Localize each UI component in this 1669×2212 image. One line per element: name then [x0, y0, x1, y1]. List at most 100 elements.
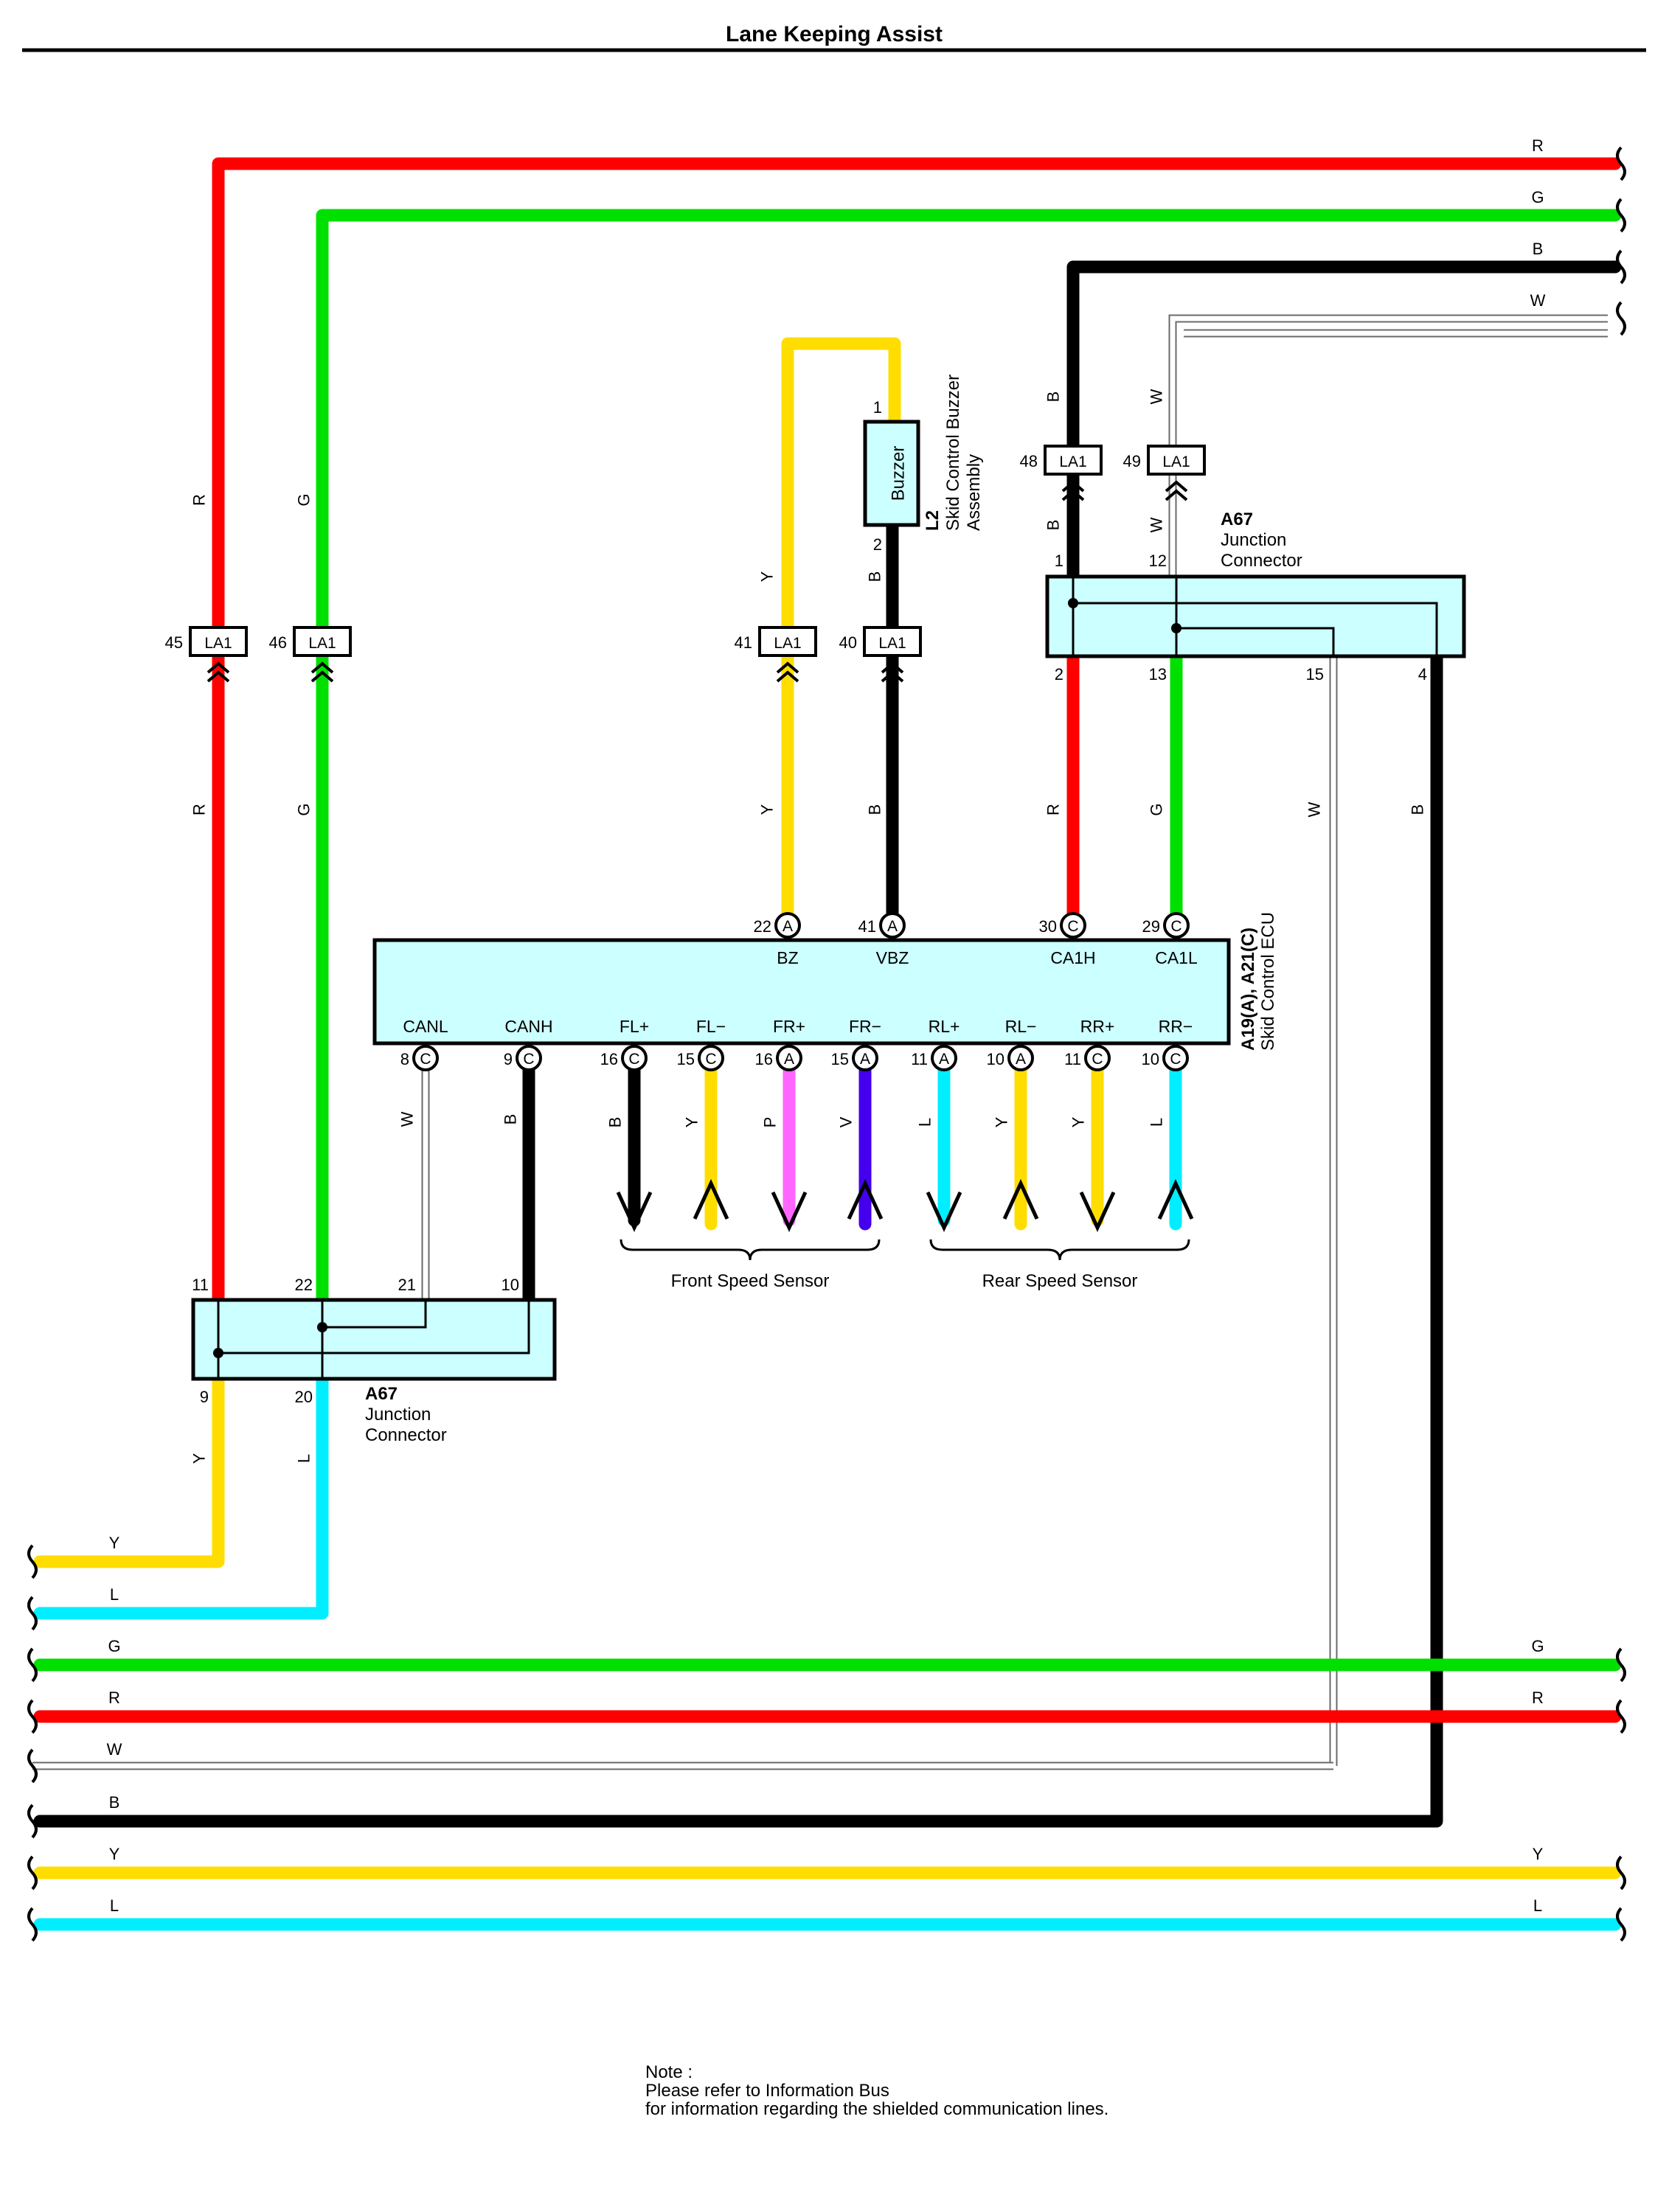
chevron-40	[881, 670, 904, 683]
code-sensor-5: Y	[993, 1116, 1011, 1127]
ecu-bottom-signal-5: FR−	[849, 1017, 881, 1036]
code-y-v2: Y	[758, 804, 777, 815]
junction-top-pin-13: 13	[1149, 665, 1167, 684]
ecu-bottom-pin-5: 15	[831, 1050, 849, 1068]
ecu-bottom-terminal-2-letter: C	[628, 1051, 639, 1068]
code-b-right: B	[1533, 240, 1544, 258]
ecu-top-signal-2: CA1H	[1050, 948, 1095, 967]
ecu-bottom-terminal-8-letter: C	[1092, 1051, 1103, 1068]
ecu-bottom-terminal-0-letter: C	[420, 1051, 431, 1068]
front-speed-sensor-label: Front Speed Sensor	[671, 1271, 830, 1291]
code-l-v6: L	[295, 1454, 313, 1463]
sensor-arrow-5	[1002, 1178, 1039, 1220]
junction-bottom-pin-21: 21	[398, 1276, 416, 1294]
ecu-bottom-pin-4: 16	[755, 1050, 773, 1068]
junction-top-pin-2: 2	[1055, 665, 1063, 684]
rear-bracket	[929, 1239, 1190, 1261]
ecu-top-terminal-1	[879, 912, 906, 939]
wire-r-top	[212, 157, 1622, 1307]
junction-top-code: A67	[1221, 509, 1253, 529]
connector-la1-49	[1147, 445, 1206, 476]
code-r-v2: R	[190, 804, 209, 815]
connector-la1-46	[293, 626, 352, 657]
ecu-bottom-terminal-7-letter: A	[1016, 1051, 1026, 1068]
ecu-bottom-signal-0: CANL	[403, 1017, 448, 1036]
code-y-v1: Y	[758, 571, 777, 582]
wire-w-top-core	[1170, 316, 1608, 577]
ecu-bottom-signal-4: FR+	[773, 1017, 805, 1036]
buzzer-pin-1: 1	[873, 398, 882, 417]
rear-speed-sensor-label: Rear Speed Sensor	[982, 1271, 1138, 1291]
ecu-bottom-signal-9: RR−	[1159, 1017, 1193, 1036]
connector-la1-40-pin: 40	[839, 633, 857, 652]
ecu-bottom-terminal-3	[698, 1045, 724, 1071]
sensor-arrow-3	[847, 1178, 884, 1220]
connector-la1-49-code: LA1	[1162, 453, 1190, 470]
ecu-bottom-terminal-9-letter: C	[1170, 1051, 1181, 1068]
junction-bottom-pin-9: 9	[200, 1388, 209, 1406]
code-l-left-low: L	[110, 1896, 119, 1915]
chevron-46	[310, 670, 334, 683]
wire-break-right-0	[1616, 146, 1626, 181]
wire-break-left-7	[27, 1907, 38, 1942]
code-sensor-3: V	[837, 1116, 856, 1127]
connector-la1-40	[863, 626, 922, 657]
ecu-bottom-terminal-4	[776, 1045, 802, 1071]
code-sensor-6: Y	[1069, 1116, 1088, 1127]
ecu-top-pin-3: 29	[1142, 917, 1160, 936]
chevron-48	[1061, 480, 1085, 493]
note-line-1: Note :	[645, 2062, 693, 2082]
code-b-v3: B	[1044, 392, 1063, 403]
ecu-bottom-terminal-9	[1162, 1045, 1189, 1071]
ecu-top-signal-1: VBZ	[876, 948, 909, 967]
ecu-bottom-signal-3: FL−	[696, 1017, 726, 1036]
junction-bottom-dot-2	[317, 1322, 327, 1332]
code-w-v3: W	[1148, 389, 1166, 404]
ecu-top-terminal-3-letter: C	[1170, 918, 1182, 935]
junction-bottom-pin-20: 20	[295, 1388, 313, 1406]
ecu-bottom-terminal-5	[852, 1045, 878, 1071]
connector-la1-49-pin: 49	[1123, 452, 1141, 470]
ecu-bottom-signal-2: FL+	[620, 1017, 649, 1036]
code-sensor-2: P	[761, 1117, 780, 1128]
connector-la1-41-code: LA1	[774, 635, 801, 652]
code-g-right: G	[1531, 188, 1544, 206]
ecu-top-terminal-1-letter: A	[887, 918, 898, 935]
wire-l-lower	[33, 1372, 329, 1620]
ecu-bottom-terminal-1-letter: C	[523, 1051, 534, 1068]
junction-top-line-4	[1176, 627, 1335, 656]
connector-la1-45-pin: 45	[165, 633, 183, 652]
code-g-right-low: G	[1531, 1637, 1544, 1655]
ecu-bottom-pin-9: 10	[1142, 1050, 1159, 1068]
chevron-40	[881, 661, 904, 674]
ecu-bottom-signal-8: RR+	[1080, 1017, 1115, 1036]
sensor-arrow-6	[1079, 1191, 1116, 1233]
sensor-arrow-7	[1157, 1178, 1194, 1220]
connector-la1-48-pin: 48	[1020, 452, 1038, 470]
code-b-v5: B	[1409, 804, 1427, 815]
sensor-arrow-2	[771, 1191, 808, 1233]
chevron-49	[1165, 489, 1188, 501]
chevron-45	[207, 670, 230, 683]
code-r-v1: R	[190, 494, 209, 506]
buzzer-code: L2	[923, 510, 943, 531]
wire-y-lower	[33, 1372, 225, 1568]
wire-break-right-4	[1616, 1647, 1626, 1683]
note-line-3: for information regarding the shielded c…	[645, 2099, 1108, 2119]
code-y-left-low: Y	[109, 1845, 120, 1863]
ecu-bottom-pin-8: 11	[1064, 1050, 1081, 1068]
junction-bottom-pin-22: 22	[295, 1276, 313, 1294]
code-g-v2: G	[295, 803, 313, 815]
code-y-v6: Y	[190, 1453, 209, 1464]
wire-break-right-7	[1616, 1907, 1626, 1942]
chevron-41	[776, 670, 799, 683]
ecu-bottom-pin-2: 16	[600, 1050, 618, 1068]
wire-break-right-1	[1616, 198, 1626, 233]
front-bracket	[620, 1239, 881, 1261]
wire-break-left-3	[27, 1699, 38, 1734]
wire-g-top	[316, 209, 1622, 1307]
ecu-top-signal-3: CA1L	[1155, 948, 1198, 967]
sensor-arrow-1	[693, 1178, 729, 1220]
code-r-left: R	[108, 1688, 120, 1707]
